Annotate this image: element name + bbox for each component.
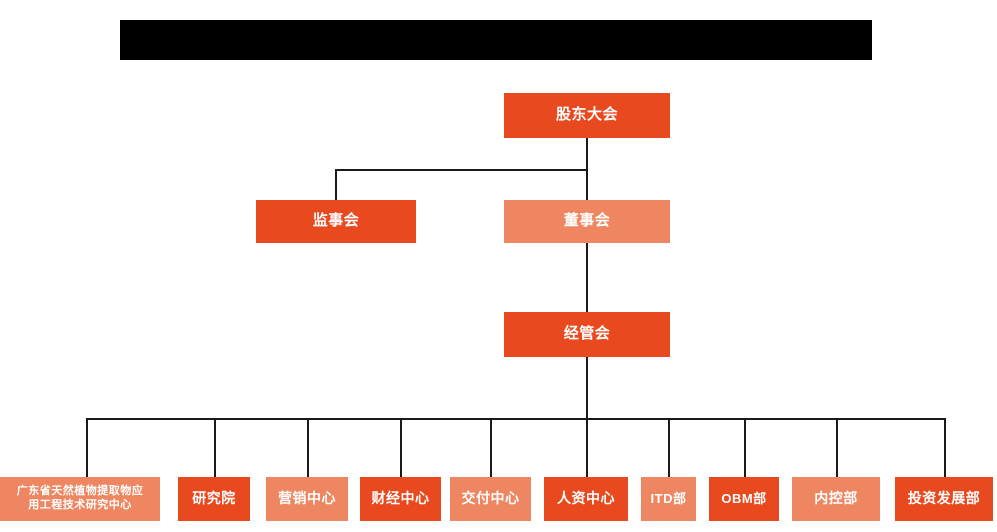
node-label-board-of-supervisors: 监事会 bbox=[312, 212, 360, 230]
node-label-delivery-center: 交付中心 bbox=[461, 490, 520, 507]
connector-drop-finance-center bbox=[400, 418, 402, 477]
title-banner-redacted bbox=[120, 20, 872, 60]
node-marketing-center[interactable]: 营销中心 bbox=[266, 477, 348, 521]
connector-management-stem bbox=[586, 357, 588, 420]
node-label-management-committee: 经管会 bbox=[563, 325, 611, 343]
node-label-shareholders-meeting: 股东大会 bbox=[555, 106, 618, 124]
node-internal-control-department[interactable]: 内控部 bbox=[792, 477, 880, 521]
node-delivery-center[interactable]: 交付中心 bbox=[450, 477, 531, 521]
node-human-resources-center[interactable]: 人资中心 bbox=[544, 477, 628, 521]
node-board-of-supervisors[interactable]: 监事会 bbox=[256, 200, 416, 243]
node-shareholders-meeting[interactable]: 股东大会 bbox=[504, 93, 670, 138]
node-label-engineering-research-center: 广东省天然植物提取物应 用工程技术研究中心 bbox=[16, 485, 144, 511]
node-research-institute[interactable]: 研究院 bbox=[178, 477, 250, 521]
connector-drop-research-institute bbox=[214, 418, 216, 477]
connector-directors-to-management bbox=[586, 242, 588, 312]
connector-drop-marketing-center bbox=[307, 418, 309, 477]
node-investment-development-department[interactable]: 投资发展部 bbox=[895, 477, 993, 521]
node-label-board-of-directors: 董事会 bbox=[563, 212, 611, 230]
connector-drop-itd-department bbox=[668, 418, 670, 477]
node-label-obm-department: OBM部 bbox=[721, 490, 767, 506]
node-label-investment-development-department: 投资发展部 bbox=[907, 490, 981, 507]
connector-to-supervisors bbox=[335, 169, 337, 200]
connector-drop-obm-department bbox=[744, 418, 746, 477]
node-label-research-institute: 研究院 bbox=[192, 490, 236, 507]
connector-to-directors bbox=[586, 169, 588, 200]
node-label-marketing-center: 营销中心 bbox=[278, 490, 336, 507]
node-management-committee[interactable]: 经管会 bbox=[504, 312, 670, 357]
node-label-finance-center: 财经中心 bbox=[371, 490, 430, 507]
node-label-human-resources-center: 人资中心 bbox=[557, 490, 615, 507]
node-engineering-research-center[interactable]: 广东省天然植物提取物应 用工程技术研究中心 bbox=[0, 477, 160, 521]
connector-departments-bus bbox=[86, 418, 946, 420]
connector-level1-bus bbox=[335, 169, 588, 171]
node-board-of-directors[interactable]: 董事会 bbox=[504, 200, 670, 243]
connector-drop-human-resources-center bbox=[586, 418, 588, 477]
node-finance-center[interactable]: 财经中心 bbox=[360, 477, 441, 521]
connector-drop-engineering-research-center bbox=[86, 418, 88, 477]
connector-drop-internal-control-department bbox=[836, 418, 838, 477]
connector-drop-investment-development-department bbox=[944, 418, 946, 477]
node-itd-department[interactable]: ITD部 bbox=[641, 477, 696, 521]
node-obm-department[interactable]: OBM部 bbox=[709, 477, 779, 521]
node-label-itd-department: ITD部 bbox=[650, 490, 687, 506]
node-label-internal-control-department: 内控部 bbox=[814, 490, 858, 507]
connector-drop-delivery-center bbox=[490, 418, 492, 477]
connector-shareholders-stem bbox=[586, 137, 588, 171]
